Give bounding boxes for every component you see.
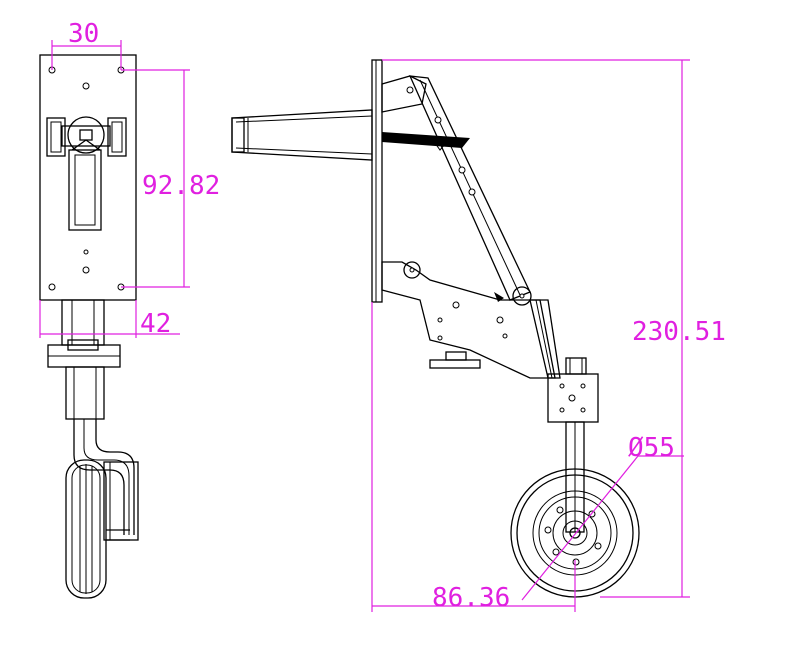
side-mounting-plate [371,59,383,303]
front-wheel [65,459,107,599]
dim-overall-height: 230.51 [632,317,726,347]
front-view [39,54,139,599]
front-view-dimensions: 30 92.82 42 [39,19,220,339]
side-view [231,59,640,598]
dim-horizontal-offset: 86.36 [432,583,510,613]
side-view-dimensions: 230.51 Ø55 86.36 [371,59,726,613]
dim-hole-spacing: 30 [68,19,99,49]
horizontal-arm [231,109,373,161]
dim-plate-width: 42 [140,309,171,339]
dim-wheel-diameter: Ø55 [628,433,675,463]
dim-plate-height: 92.82 [142,171,220,201]
mounting-plate [39,54,137,301]
